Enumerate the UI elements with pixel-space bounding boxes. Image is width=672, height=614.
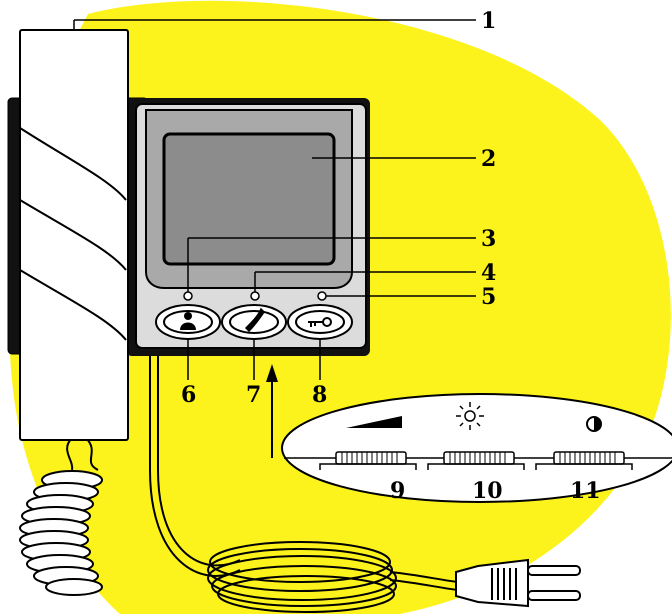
- video-screen: [162, 132, 336, 266]
- phone-handset-icon: [244, 307, 265, 333]
- callout-9: 9: [390, 478, 405, 504]
- callout-1: 1: [481, 8, 496, 34]
- callout-4: 4: [481, 260, 496, 286]
- handset: [19, 29, 129, 441]
- callout-6: 6: [181, 382, 196, 408]
- power-cable: [149, 355, 459, 613]
- brightness-sun-icon: [456, 402, 484, 430]
- button-call[interactable]: [221, 304, 287, 340]
- callout-8: 8: [312, 382, 327, 408]
- thumbwheel-brackets: [319, 463, 633, 470]
- callout-10: 10: [472, 478, 503, 504]
- volume-wedge-icon: [346, 416, 402, 428]
- power-plug: [455, 558, 581, 608]
- callout-11: 11: [570, 478, 601, 504]
- led-indicator-3: [183, 291, 193, 301]
- button-camera[interactable]: [155, 304, 221, 340]
- button-door-release[interactable]: [287, 304, 353, 340]
- key-icon: [308, 317, 332, 327]
- brightness-thumbwheel[interactable]: [443, 451, 515, 465]
- contrast-half-circle-icon: [586, 416, 602, 432]
- callout-2: 2: [481, 146, 496, 172]
- handset-coiled-cord: [19, 437, 103, 596]
- callout-7: 7: [246, 382, 261, 408]
- callout-5: 5: [481, 284, 496, 310]
- callout-3: 3: [481, 226, 496, 252]
- person-icon: [180, 312, 196, 330]
- contrast-thumbwheel[interactable]: [553, 451, 625, 465]
- volume-thumbwheel[interactable]: [335, 451, 407, 465]
- led-indicator-4: [250, 291, 260, 301]
- led-indicator-5: [317, 291, 327, 301]
- leader-lines: [73, 19, 476, 380]
